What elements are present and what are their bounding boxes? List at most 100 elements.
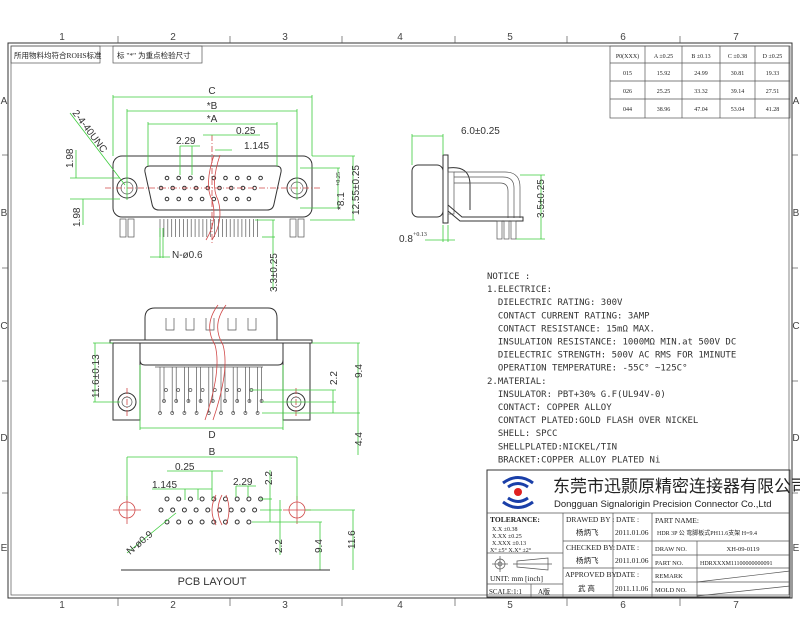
checked-date: 2011.01.06: [615, 556, 649, 565]
pin-end: [198, 399, 203, 403]
dim-198-bottom: 1.98: [72, 207, 83, 227]
dim-d: D: [208, 430, 215, 441]
pin-end: [259, 399, 264, 403]
frame-row-label: D: [0, 433, 7, 444]
pin-end: [235, 399, 240, 403]
approved-by-label: APPROVED BY:: [565, 570, 618, 579]
drawn-by: 杨炳飞: [576, 527, 599, 537]
pcb-hole: [234, 519, 240, 525]
pcb-hole: [176, 519, 182, 525]
pin-contact: [223, 175, 228, 181]
projection-symbol-icon: [492, 556, 552, 572]
frame-row-label: C: [0, 321, 7, 332]
dim-08: 0.8: [399, 234, 413, 245]
pin-contact: [164, 196, 170, 202]
draw-no: XH-09-0119: [727, 546, 760, 553]
table-cell: 25.25: [657, 89, 671, 95]
table-header: P0(XXX): [616, 53, 639, 60]
dim-94: 9.4: [354, 364, 365, 378]
dim-pitch-025: 0.25: [236, 126, 256, 137]
tolerance-xxx: X.XXX ±0.13: [492, 541, 526, 547]
dim-thread: 2-4-40UNC: [70, 108, 109, 155]
pin-contact: [176, 196, 181, 202]
pcb-hole: [181, 507, 187, 513]
pin-contact: [234, 196, 240, 202]
pin-contact: [246, 196, 252, 202]
pcb-pitch-1145: 1.145: [152, 480, 177, 491]
date-label: DATE :: [616, 543, 639, 552]
pcb-hole: [187, 496, 193, 502]
part-name: HDR 3P 公 弯脚板式PH11.6支架 H=9.4: [657, 529, 757, 537]
shell-dimple: [185, 318, 195, 331]
pcb-pitch-025: 0.25: [175, 462, 195, 473]
pin-contact: [211, 175, 217, 181]
pcb-pitch-229: 2.29: [233, 477, 253, 488]
pin-end: [176, 388, 181, 392]
pin-contact: [188, 196, 193, 202]
frame-column-label: 3: [282, 32, 288, 43]
dim-22: 2.2: [329, 371, 340, 385]
frame-column-label: 4: [397, 32, 403, 43]
pin-end: [182, 411, 187, 415]
company-logo: [502, 476, 534, 509]
frame-column-label: 5: [507, 600, 513, 611]
drawn-by-label: DRAWED BY :: [566, 515, 614, 524]
pin-contact: [258, 175, 263, 181]
table-cell: 53.04: [731, 107, 745, 113]
pcb-hole: [158, 507, 164, 513]
table-cell: 47.04: [694, 107, 708, 113]
notice-line: CONTACT CURRENT RATING: 3AMP: [487, 311, 650, 321]
scale: SCALE:1:1: [489, 588, 523, 596]
frame-column-label: 1: [59, 32, 65, 43]
pin-contact: [176, 175, 181, 181]
table-cell: 39.14: [731, 89, 745, 95]
pin-end: [219, 411, 223, 415]
notice: NOTICE :1.ELECTRICE: DIELECTRIC RATING: …: [487, 272, 736, 465]
pin-end: [162, 399, 166, 403]
pcb-dim-116: 11.6: [347, 530, 358, 549]
pin-end: [223, 399, 227, 403]
frame-column-label: 6: [620, 32, 626, 43]
table-header: B ±0.13: [691, 54, 710, 60]
pcb-dim-94: 9.4: [314, 539, 325, 553]
table-cell: 044: [623, 107, 632, 113]
drawn-date: 2011.01.06: [615, 528, 649, 537]
table-cell: 026: [623, 89, 632, 95]
dim-81: *8.1: [336, 192, 347, 210]
table-cell: 24.99: [694, 71, 708, 77]
frame-row-label: E: [1, 543, 8, 554]
pcb-hole: [252, 507, 258, 513]
frame-column-label: 2: [170, 32, 176, 43]
table-cell: 19.33: [766, 71, 780, 77]
pcb-hole: [217, 507, 222, 513]
table-cell: 30.81: [731, 71, 745, 77]
checked-by-label: CHECKED BY:: [566, 543, 615, 552]
notice-line: CONTACT RESISTANCE: 15mΩ MAX.: [487, 324, 655, 334]
tolerance-angle: X° ±5° X.X° ±2°: [490, 547, 532, 554]
pcb-hole: [199, 496, 205, 502]
notice-line: OPERATION TEMPERATURE: -55C° ~125C°: [487, 364, 687, 374]
pin-contact: [164, 175, 170, 181]
date-label: DATE :: [616, 515, 639, 524]
dim-pitch-229: 2.29: [176, 136, 196, 147]
company-name-en: Dongguan Signalorigin Precision Connecto…: [554, 499, 772, 510]
tolerance-xx: X.XX ±0.25: [492, 534, 522, 540]
pin-end: [158, 411, 162, 415]
side-view: 6.0±0.25 3.5±0.25 0.8 +0.13: [399, 126, 547, 245]
shell-dimple: [227, 318, 237, 331]
notice-line: DIELECTRIC RATING: 300V: [487, 298, 623, 308]
dim-a: *A: [207, 114, 218, 125]
pcb-hole: [240, 507, 246, 513]
pin-contact: [199, 196, 205, 202]
pin-contact: [246, 175, 252, 181]
pin-end: [200, 388, 205, 392]
table-header: D ±0.25: [763, 54, 783, 60]
frame-column-label: 7: [733, 32, 739, 43]
frame-row-label: A: [1, 96, 8, 107]
frame-column-label: 5: [507, 32, 513, 43]
pcb-hole: [246, 519, 252, 525]
title-block: 东莞市迅颢原精密连接器有限公司 Dongguan Signalorigin Pr…: [486, 469, 800, 598]
dim-116: 11.6±0.13: [91, 354, 102, 398]
